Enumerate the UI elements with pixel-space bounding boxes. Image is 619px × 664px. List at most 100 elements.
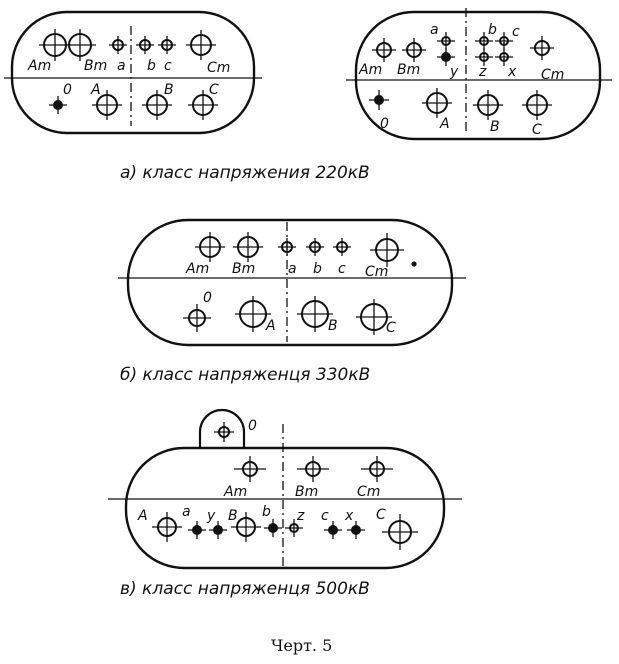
- bushing-c: [333, 238, 351, 256]
- neutral-tab-outline: [198, 408, 246, 448]
- label-b: b: [147, 58, 156, 74]
- label-A: A: [265, 318, 276, 334]
- bushing-x: [347, 521, 365, 539]
- labels-b-main: Am Bm a b c Cm 0 A B C: [185, 261, 396, 336]
- label-y: y: [449, 64, 459, 80]
- caption-a: а) класс напряжения 220кВ: [120, 163, 370, 183]
- label-A: A: [137, 508, 148, 524]
- caption-b: б) класс напряженця 330кВ: [120, 365, 370, 385]
- panel-a-left: [4, 10, 262, 135]
- label-x: x: [344, 508, 354, 524]
- labels-a-left: Am Bm a b c Cm 0 A B C: [27, 58, 230, 98]
- label-bm: Bm: [397, 62, 420, 78]
- label-cm: Cm: [207, 60, 230, 76]
- label-0: 0: [63, 82, 72, 98]
- label-cm: Cm: [365, 264, 388, 280]
- label-a: a: [288, 261, 297, 277]
- label-cm: Cm: [357, 484, 380, 500]
- bushing-a: [109, 36, 127, 54]
- label-B: B: [490, 119, 500, 135]
- bushing-x: [495, 48, 513, 66]
- caption-c: в) класс напряженця 500кВ: [120, 579, 370, 599]
- bushing-A: [422, 88, 452, 118]
- tank-outline: [124, 446, 446, 570]
- label-B: B: [228, 508, 238, 524]
- figure-number: Черт. 5: [271, 636, 332, 655]
- bushing-am: [372, 38, 396, 62]
- label-am: Am: [358, 62, 382, 78]
- label-bm: Bm: [84, 58, 107, 74]
- bushing-0: [369, 90, 389, 110]
- labels-c-main: 0 Am Bm Cm A a y B b z c x C: [137, 418, 386, 524]
- bushing-am: [195, 232, 225, 262]
- label-b-small: b: [488, 22, 497, 38]
- label-am: Am: [223, 484, 247, 500]
- bushing-bm: [297, 456, 329, 482]
- bushing-cm: [530, 36, 554, 60]
- label-B: B: [328, 318, 338, 334]
- label-b: b: [262, 504, 271, 520]
- label-a-small: a: [430, 22, 439, 38]
- bushing-a: [188, 521, 206, 539]
- bushing-c: [495, 32, 513, 50]
- bushing-b: [264, 519, 282, 537]
- label-0: 0: [380, 116, 389, 132]
- bushing-z: [285, 519, 303, 537]
- label-C: C: [386, 320, 396, 336]
- label-0: 0: [248, 418, 257, 434]
- bushing-0: [49, 96, 67, 114]
- label-C: C: [209, 82, 219, 98]
- bushing-c: [324, 521, 342, 539]
- panel-c-main: [108, 408, 462, 570]
- label-z: z: [296, 508, 305, 524]
- label-c: c: [164, 58, 172, 74]
- bushing-b: [136, 36, 154, 54]
- label-a: a: [182, 504, 191, 520]
- label-y: y: [206, 508, 216, 524]
- label-A: A: [90, 82, 101, 98]
- bushing-b: [475, 32, 493, 50]
- bushing-bm: [64, 29, 96, 61]
- label-bm: Bm: [232, 261, 255, 277]
- bushing-c: [158, 36, 176, 54]
- panel-a-right: [346, 8, 612, 141]
- label-C: C: [376, 507, 386, 523]
- bushing-y: [437, 48, 455, 66]
- label-am: Am: [27, 58, 51, 74]
- bushing-bm: [233, 232, 263, 262]
- bushing-A: [235, 296, 271, 332]
- bushing-cm: [361, 456, 393, 482]
- bushing-a: [437, 32, 455, 50]
- bushing-cm: [370, 233, 404, 267]
- bushing-am: [234, 456, 266, 482]
- label-C: C: [532, 122, 542, 138]
- small-dot: [411, 261, 417, 267]
- bushing-B: [142, 90, 172, 120]
- label-a: a: [117, 58, 126, 74]
- bushing-cm: [186, 30, 216, 60]
- label-B: B: [164, 82, 174, 98]
- bushing-C: [382, 514, 418, 550]
- label-c: c: [321, 508, 329, 524]
- tank-outline: [354, 10, 602, 141]
- label-cm: Cm: [541, 67, 564, 83]
- bushing-A: [152, 512, 182, 542]
- panel-b-main: [118, 218, 466, 347]
- bushing-z: [475, 48, 493, 66]
- bushing-0: [214, 422, 234, 442]
- bushing-B: [473, 90, 503, 120]
- bushing-C: [522, 90, 552, 120]
- bushing-C: [356, 299, 392, 335]
- labels-a-right: Am Bm y z x Cm a b c 0 A B C: [358, 22, 564, 138]
- bushing-bm: [402, 38, 426, 62]
- bushing-A: [92, 90, 122, 120]
- label-A: A: [439, 116, 450, 132]
- label-b: b: [313, 261, 322, 277]
- label-x: x: [507, 64, 517, 80]
- label-bm: Bm: [295, 484, 318, 500]
- label-c: c: [338, 261, 346, 277]
- bushing-B: [231, 512, 261, 542]
- tank-outline: [126, 218, 454, 347]
- label-0: 0: [203, 290, 212, 306]
